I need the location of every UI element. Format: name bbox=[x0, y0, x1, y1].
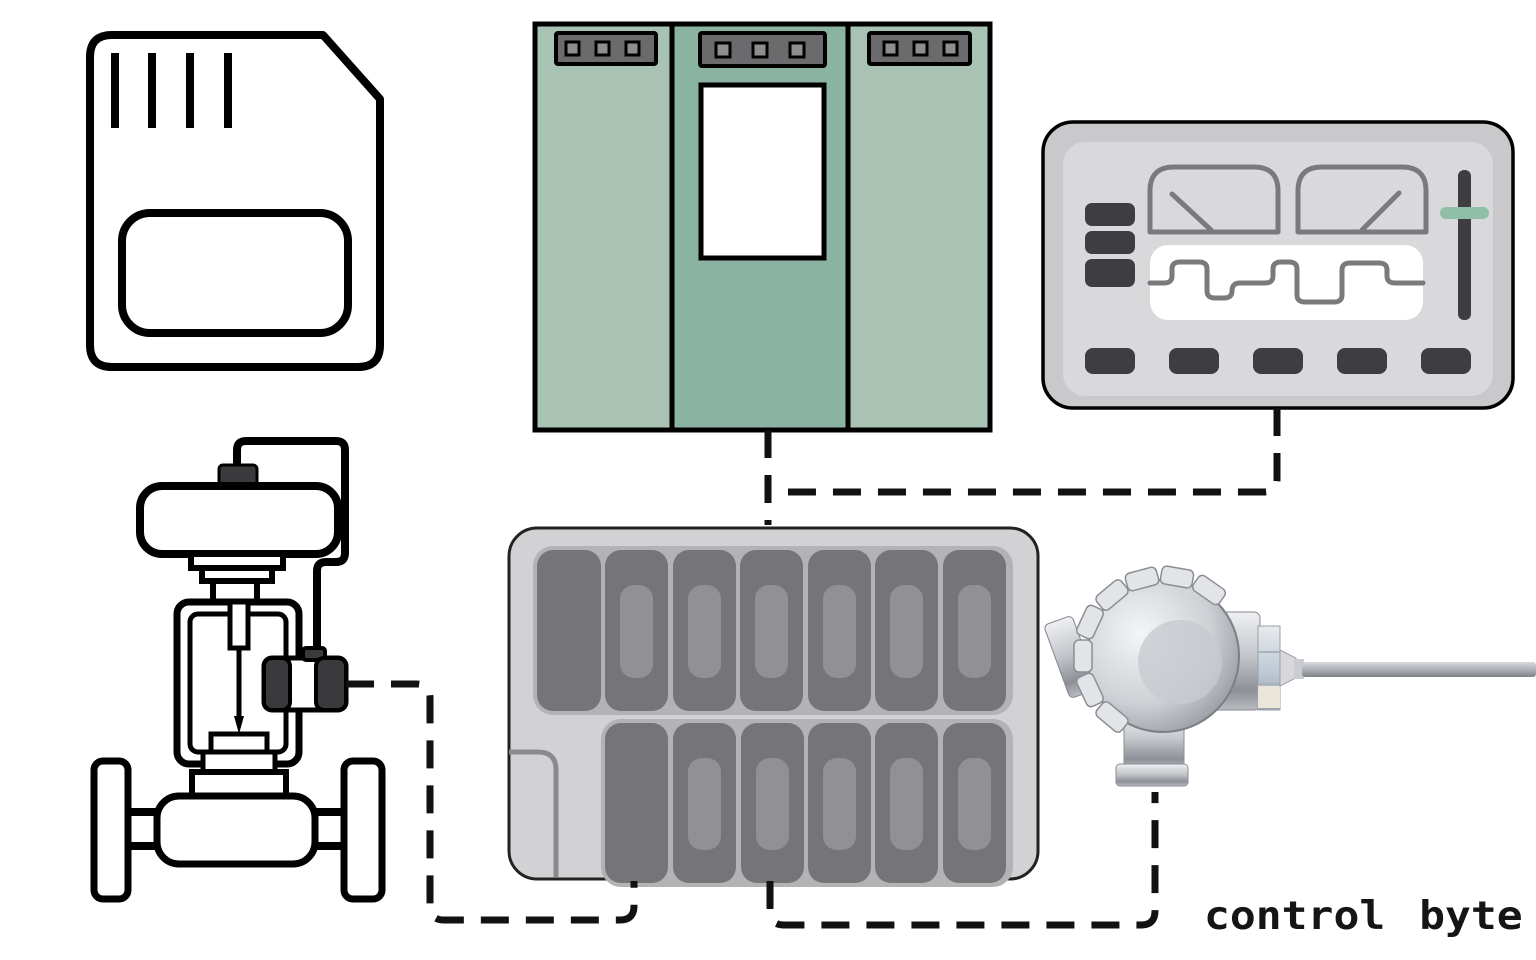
connection-sensor-to-io bbox=[766, 792, 1159, 929]
temperature-sensor bbox=[1044, 565, 1536, 787]
valve-bonnet bbox=[189, 769, 289, 799]
io-slot bbox=[537, 550, 601, 711]
sd-card-contacts bbox=[111, 53, 232, 128]
plc bbox=[532, 21, 993, 433]
sensor-ceramic-block bbox=[1258, 686, 1280, 708]
plc-module-right bbox=[845, 21, 993, 433]
sensor-washer bbox=[1115, 763, 1189, 787]
sensor-cap-face bbox=[1138, 620, 1222, 704]
valve-stem-plate bbox=[208, 731, 270, 755]
sd-card bbox=[86, 31, 384, 371]
sd-card-label-area bbox=[118, 209, 352, 337]
hmi-bottom-buttons[interactable] bbox=[1085, 348, 1471, 374]
gauge-right-needle bbox=[1359, 190, 1402, 233]
valve-positioner-ear-left bbox=[262, 656, 292, 712]
hmi-side-button-1[interactable] bbox=[1085, 203, 1135, 226]
io-slot bbox=[605, 723, 668, 883]
hmi-bottom-button-5[interactable] bbox=[1421, 348, 1471, 374]
plc-module-left bbox=[532, 21, 675, 433]
hmi-slider-track[interactable] bbox=[1458, 170, 1471, 320]
valve-flange-right bbox=[340, 757, 386, 903]
valve-body bbox=[153, 792, 319, 868]
gauge-left-needle bbox=[1169, 191, 1214, 233]
io-module bbox=[507, 526, 1040, 887]
hmi bbox=[1041, 120, 1515, 410]
valve-stem-tip bbox=[234, 716, 244, 734]
plc-vent-squares bbox=[564, 40, 959, 59]
hmi-slider-handle[interactable] bbox=[1440, 207, 1489, 219]
sensor-probe-rod bbox=[1302, 662, 1536, 677]
plc-side-modules bbox=[532, 21, 993, 433]
hmi-side-button-3[interactable] bbox=[1085, 259, 1135, 287]
hmi-side-button-2[interactable] bbox=[1085, 231, 1135, 254]
valve-air-tube bbox=[233, 437, 349, 655]
sensor-stub bbox=[1294, 659, 1304, 679]
sensor-cone bbox=[1279, 649, 1297, 687]
hmi-trend-screen bbox=[1150, 245, 1423, 320]
valve-positioner-tab bbox=[301, 646, 327, 662]
hmi-gauges bbox=[1147, 164, 1429, 235]
hmi-bottom-button-4[interactable] bbox=[1337, 348, 1387, 374]
valve-flange-left bbox=[90, 757, 132, 903]
hmi-bottom-button-2[interactable] bbox=[1169, 348, 1219, 374]
io-corner-notch bbox=[509, 749, 559, 877]
io-slot-windows bbox=[620, 585, 991, 850]
hmi-bottom-button-3[interactable] bbox=[1253, 348, 1303, 374]
connection-hmi-to-io bbox=[772, 408, 1281, 496]
valve-stem bbox=[227, 599, 251, 651]
sensor-cap-ribs bbox=[1073, 565, 1227, 733]
plc-display-window bbox=[698, 82, 827, 261]
hmi-bottom-button-1[interactable] bbox=[1085, 348, 1135, 374]
connection-valve-to-io bbox=[346, 680, 638, 924]
hmi-trend-waveform bbox=[1147, 259, 1426, 305]
connections bbox=[346, 408, 1281, 929]
valve-positioner-ear-right bbox=[314, 656, 348, 712]
gauge-right bbox=[1295, 164, 1429, 235]
control-valve bbox=[90, 437, 386, 903]
gauge-left bbox=[1147, 164, 1281, 235]
valve-actuator bbox=[136, 482, 342, 558]
logo-text: control byte bbox=[1204, 893, 1523, 940]
hmi-side-buttons[interactable] bbox=[1085, 203, 1135, 287]
